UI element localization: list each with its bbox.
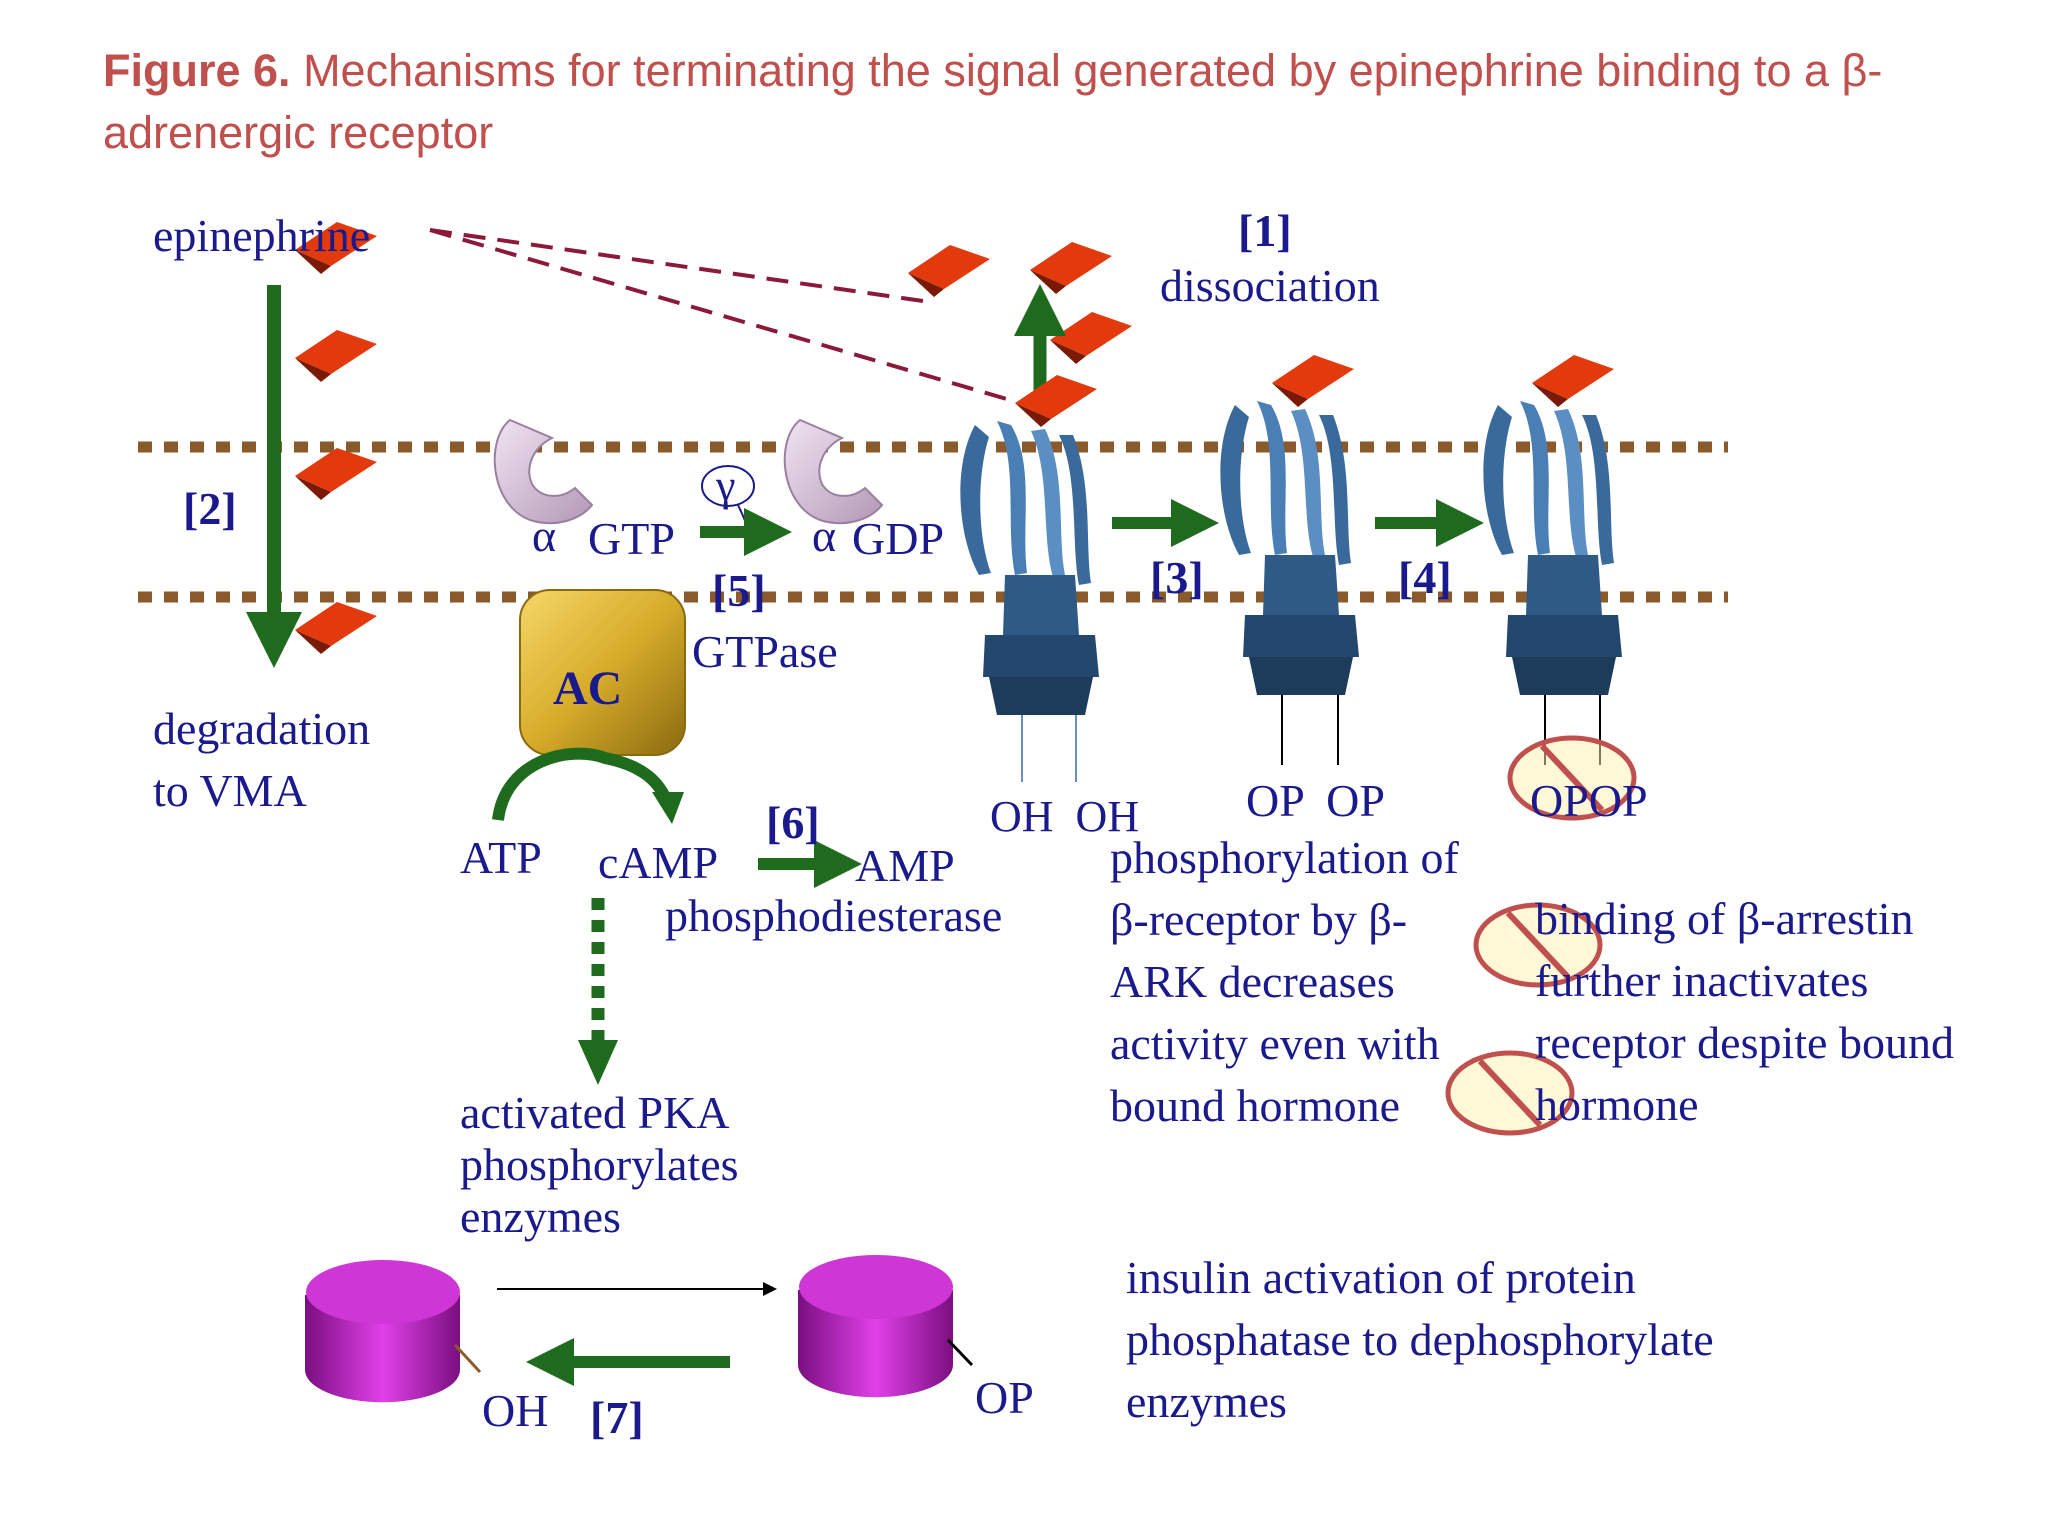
hormone-shape: [295, 602, 377, 654]
ac-label: AC: [553, 662, 623, 715]
g-protein-alpha-gdp: [783, 418, 884, 525]
figure-number: Figure 6.: [103, 45, 291, 96]
op-label: OP: [975, 1372, 1034, 1423]
hormone-shape: [1272, 355, 1354, 407]
phosphodiesterase-label: phosphodiesterase: [665, 890, 1003, 941]
amp-label: AMP: [855, 840, 955, 891]
pka-description: activated PKA phosphorylates enzymes: [460, 1087, 739, 1242]
degradation-label: degradation: [153, 703, 371, 754]
dissociation-label: dissociation: [1160, 260, 1380, 311]
hormone-shape: [295, 330, 377, 382]
g-protein-alpha-gtp: [493, 418, 594, 525]
camp-to-pka-arrowhead: [578, 1040, 618, 1085]
step-7-label: [7]: [590, 1392, 644, 1443]
step-2-label: [2]: [183, 483, 237, 534]
op-op-blocked-label: OPOP: [1530, 775, 1648, 826]
gamma-subunit: [701, 465, 755, 507]
step-3-label: [3]: [1150, 552, 1204, 603]
atp-label: ATP: [460, 832, 542, 883]
vma-label: to VMA: [153, 765, 307, 816]
gdp-label: GDP: [852, 513, 945, 564]
gtpase-label: GTPase: [692, 626, 838, 677]
step-1-label: [1]: [1238, 205, 1292, 256]
epinephrine-label: epinephrine: [153, 210, 371, 261]
oh-oh-label: OH OH: [990, 792, 1140, 841]
oh-label: OH: [482, 1385, 549, 1436]
camp-label: cAMP: [598, 837, 719, 888]
insulin-description: insulin activation of protein phosphatas…: [1126, 1252, 1714, 1427]
dashed-line-to-bound-hormone: [429, 228, 1011, 402]
enzyme-dephosphorylated: [305, 1260, 482, 1403]
hormone-shape: [1050, 312, 1132, 364]
figure-title: Figure 6. Mechanisms for terminating the…: [103, 40, 1903, 164]
receptor-active: [960, 421, 1099, 715]
hormone-shape: [908, 245, 990, 297]
arrestin-description: binding of β-arrestin further inactivate…: [1535, 893, 1954, 1130]
gtp-label: GTP: [588, 513, 675, 564]
hormone-shape: [1532, 355, 1614, 407]
enzyme-phosphorylated: [798, 1255, 974, 1398]
hormone-shape: [1030, 242, 1112, 294]
step-6-label: [6]: [766, 797, 820, 848]
atp-to-camp-arrowhead: [652, 792, 684, 824]
gamma-label: γ: [716, 461, 736, 510]
hormone-shape: [295, 448, 377, 500]
atp-to-camp-arrow: [492, 747, 674, 822]
phosphorylation-description: phosphorylation of β-receptor by β-ARK d…: [1110, 832, 1459, 1131]
op-op-label: OP OP: [1246, 775, 1385, 826]
figure-caption: Mechanisms for terminating the signal ge…: [103, 45, 1883, 158]
step-5-label: [5]: [712, 565, 766, 616]
alpha-label: α: [812, 510, 837, 561]
alpha-label: α: [532, 510, 557, 561]
hormone-shape: [1015, 375, 1097, 427]
step-4-label: [4]: [1398, 552, 1452, 603]
dashed-line-to-free-hormone: [429, 228, 931, 304]
